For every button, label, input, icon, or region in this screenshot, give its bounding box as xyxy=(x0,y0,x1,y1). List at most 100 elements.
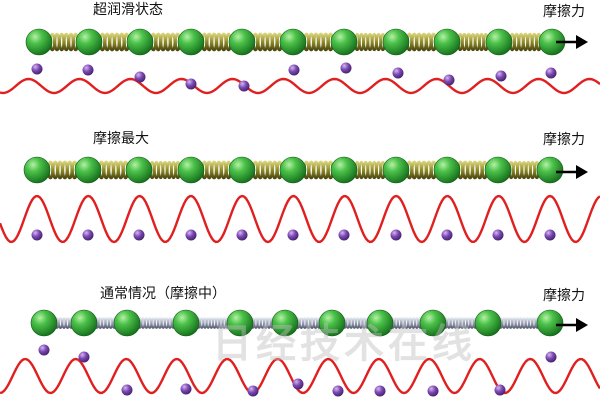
spring-coil xyxy=(150,317,156,329)
spring-coil xyxy=(166,160,173,180)
spring-coil xyxy=(266,32,274,52)
chain-ball xyxy=(172,309,200,337)
chain-spring xyxy=(250,317,275,329)
spring-coil xyxy=(515,317,520,329)
spring-coil xyxy=(317,160,325,180)
chain-spring xyxy=(98,160,129,180)
spring-coil xyxy=(220,32,228,52)
spring-coil xyxy=(362,160,369,180)
chain-ball xyxy=(75,28,103,56)
spring-coil xyxy=(261,32,269,52)
spring-coil xyxy=(153,160,160,180)
spring-coil xyxy=(501,317,507,329)
substrate-particle xyxy=(38,344,50,356)
chain-spring xyxy=(149,160,181,180)
chain-spring xyxy=(498,317,540,329)
spring-coil xyxy=(529,160,536,180)
spring-coil xyxy=(51,160,59,180)
chain-spring xyxy=(252,160,283,180)
spring-coil xyxy=(425,32,433,52)
spring-coil xyxy=(140,317,146,329)
chain-spring xyxy=(137,317,176,329)
spring-coil xyxy=(367,160,373,180)
substrate-particle xyxy=(134,71,146,83)
spring-coil xyxy=(478,32,485,52)
spring-coil xyxy=(531,317,537,329)
spring-coil xyxy=(58,32,65,52)
chain-ball xyxy=(484,156,512,184)
panel-1-force-label: 摩擦力 xyxy=(543,4,585,20)
substrate-wave xyxy=(0,194,600,244)
chain-ball xyxy=(536,156,564,184)
spring-coil xyxy=(358,160,365,180)
substrate-particle xyxy=(185,78,197,90)
substrate-particle xyxy=(427,385,439,397)
spring-coil xyxy=(154,317,159,329)
spring-coil xyxy=(256,32,264,52)
chain-spring xyxy=(49,32,79,52)
spring-coil xyxy=(205,32,213,52)
spring-coil xyxy=(512,160,519,180)
spring-coil xyxy=(101,317,107,329)
spring-coil xyxy=(525,160,532,180)
spring-coil xyxy=(210,160,218,180)
chain-ball xyxy=(330,156,358,184)
substrate-particle xyxy=(292,378,304,390)
substrate-particle xyxy=(545,67,557,79)
chain-ball xyxy=(433,156,461,184)
spring-coil xyxy=(61,160,69,180)
spring-coil xyxy=(65,317,71,329)
substrate-particle xyxy=(338,229,350,241)
spring-coil xyxy=(170,160,177,180)
spring-coil xyxy=(160,317,166,329)
substrate-particle xyxy=(82,229,94,241)
chain-ball xyxy=(271,309,299,337)
substrate-particle xyxy=(390,229,402,241)
arrow-right-icon xyxy=(556,165,588,179)
chain-ball xyxy=(279,28,307,56)
spring-coil xyxy=(63,32,70,52)
spring-coil xyxy=(57,317,63,329)
spring-coil xyxy=(167,317,173,329)
spring-coil xyxy=(164,32,172,52)
chain-ball xyxy=(177,156,205,184)
substrate-particle xyxy=(374,385,386,397)
spring-coil xyxy=(470,32,476,52)
substrate-particle xyxy=(288,64,300,76)
spring-coil xyxy=(317,32,325,52)
chain-ball xyxy=(23,156,51,184)
spring-coil xyxy=(312,32,320,52)
panel-1-state-label: 超润滑状态 xyxy=(93,2,163,18)
spring-coil xyxy=(144,317,149,329)
spring-coil xyxy=(322,32,330,52)
spring-coil xyxy=(322,160,330,180)
substrate-particle xyxy=(31,229,43,241)
panel-2-state-label: 摩擦最大 xyxy=(93,131,149,147)
chain-spring xyxy=(94,317,117,329)
spring-coil xyxy=(266,160,274,180)
arrow-head xyxy=(576,165,588,179)
spring-coil xyxy=(362,32,369,52)
chain-ball xyxy=(70,309,98,337)
spring-coil xyxy=(113,32,121,52)
spring-coil xyxy=(102,160,110,180)
spring-coil xyxy=(205,160,213,180)
chain-spring xyxy=(150,32,181,52)
spring-coil xyxy=(169,32,177,52)
substrate-particle xyxy=(340,62,352,74)
spring-coil xyxy=(215,160,223,180)
substrate-particle xyxy=(332,385,344,397)
substrate-particle xyxy=(133,229,145,241)
spring-coil xyxy=(518,317,523,329)
spring-coil xyxy=(522,32,529,52)
spring-coil xyxy=(271,32,279,52)
spring-coil xyxy=(517,32,525,52)
substrate-particle xyxy=(78,351,90,363)
spring-coil xyxy=(511,317,517,329)
substrate-particle xyxy=(441,229,453,241)
chain-spring xyxy=(457,32,489,52)
panel-2-force-label: 摩擦力 xyxy=(543,132,585,148)
spring-coil xyxy=(521,160,527,180)
chain-spring xyxy=(201,32,232,52)
substrate-particle xyxy=(31,63,43,75)
